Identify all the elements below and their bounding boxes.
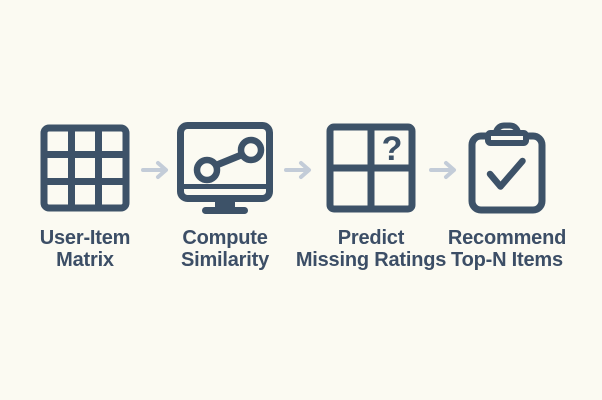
step-label-line2: Missing Ratings xyxy=(295,249,447,271)
step-predict-missing-ratings: ? Predict Missing Ratings xyxy=(291,121,451,271)
step-label: Predict Missing Ratings xyxy=(295,227,447,271)
grid-3x3-matrix-icon xyxy=(40,121,130,215)
step-label-line1: Predict xyxy=(337,227,405,249)
step-label-line1: User-Item xyxy=(39,227,131,249)
monitor-scatter-icon xyxy=(177,121,273,215)
step-user-item-matrix: User-Item Matrix xyxy=(5,121,165,271)
step-recommend-top-n: Recommend Top-N Items xyxy=(427,121,587,271)
step-label-line2: Matrix xyxy=(56,249,114,271)
step-label-line2: Similarity xyxy=(180,249,270,271)
arrow-right-icon xyxy=(284,161,311,179)
step-label: Compute Similarity xyxy=(181,227,269,271)
step-label-line1: Recommend xyxy=(447,227,567,249)
question-mark-glyph: ? xyxy=(382,130,403,168)
clipboard-check-icon xyxy=(468,121,546,215)
step-label: User-Item Matrix xyxy=(39,227,131,271)
arrow-right-icon xyxy=(141,161,168,179)
step-label-line2: Top-N Items xyxy=(451,249,563,271)
grid-2x2-question-icon: ? xyxy=(326,121,416,215)
arrow-right-icon xyxy=(429,161,456,179)
step-label-line1: Compute xyxy=(182,227,268,249)
step-compute-similarity: Compute Similarity xyxy=(145,121,305,271)
step-label: Recommend Top-N Items xyxy=(448,227,566,271)
